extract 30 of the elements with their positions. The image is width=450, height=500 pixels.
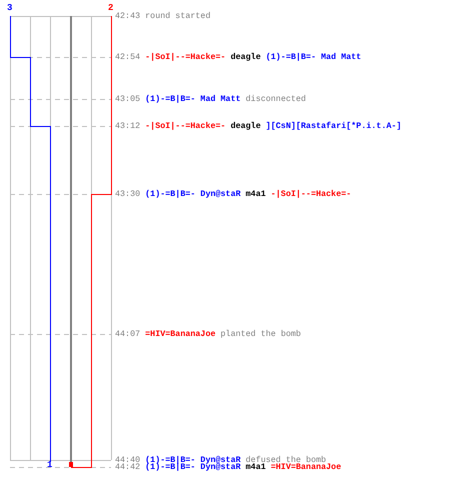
count-number: 1 xyxy=(47,461,52,470)
weapon-name: m4a1 xyxy=(246,190,266,199)
player-name: ][CsN][Rastafari[*P.i.t.A-] xyxy=(266,122,402,131)
count-number: 2 xyxy=(108,4,114,13)
player-name: (1)-=B|B=- Dyn@staR xyxy=(145,463,241,472)
player-name: -|SoI|--=Hacke=- xyxy=(145,122,226,131)
timestamp: 42:54 xyxy=(115,53,140,62)
timestamp: 42:43 xyxy=(115,12,140,21)
player-name: (1)-=B|B=- Mad Matt xyxy=(145,95,241,104)
count-number: 3 xyxy=(7,4,12,13)
player-name: (1)-=B|B=- Dyn@staR xyxy=(145,190,241,199)
player-name: (1)-=B|B=- Mad Matt xyxy=(266,53,362,62)
timestamp: 43:12 xyxy=(115,122,140,131)
player-name: -|SoI|--=Hacke=- xyxy=(270,190,352,199)
weapon-name: m4a1 xyxy=(246,463,266,472)
event-text: round started xyxy=(145,12,210,21)
timestamp: 43:30 xyxy=(115,190,140,199)
weapon-name: deagle xyxy=(230,53,261,62)
weapon-name: deagle xyxy=(230,122,261,131)
player-name: -|SoI|--=Hacke=- xyxy=(145,53,226,62)
player-name: =HIV=BananaJoe xyxy=(270,463,342,472)
timestamp: 44:42 xyxy=(115,463,140,472)
player-name: =HIV=BananaJoe xyxy=(145,330,216,339)
timestamp: 44:40 xyxy=(115,456,140,465)
event-text: disconnected xyxy=(246,95,306,104)
player-name: (1)-=B|B=- Dyn@staR xyxy=(145,456,241,465)
timestamp: 43:05 xyxy=(115,95,140,104)
event-text: planted the bomb xyxy=(220,330,301,339)
event-text: defused the bomb xyxy=(246,456,326,465)
timestamp: 44:07 xyxy=(115,330,140,339)
